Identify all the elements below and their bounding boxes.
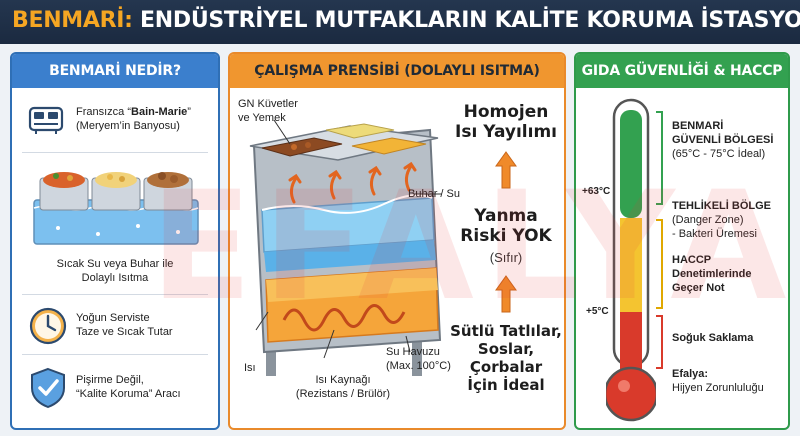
page-header: BENMARİ: ENDÜSTRİYEL MUTFAKLARIN KALİTE … <box>0 0 800 44</box>
label-heat-source: Isı Kaynağı(Rezistans / Brülör) <box>295 374 391 400</box>
panel-what-is-benmari: BENMARİ NEDİR? Fransızca “Bain-Marie” (M… <box>10 52 220 430</box>
label-heat: Isı <box>244 362 256 374</box>
divider <box>22 354 208 355</box>
up-arrow-icon <box>495 275 517 313</box>
footer-label: Efalya:Hijyen Zorunluluğu <box>672 368 764 394</box>
tick-63c: +63°C <box>582 186 611 197</box>
clock-icon <box>29 307 67 345</box>
cold-storage-label: Soğuk Saklama <box>672 332 754 344</box>
item-bain-marie: Fransızca “Bain-Marie” (Meryem’in Banyos… <box>76 106 191 132</box>
up-arrow-icon <box>495 151 517 189</box>
cross-section-illustration <box>249 119 442 376</box>
panel-title-principle: ÇALIŞMA PRENSİBİ (DOLAYLI ISITMA) <box>230 54 564 88</box>
panel-food-safety: GIDA GÜVENLİĞİ & HACCP +63°C +5°C BENMAR… <box>574 52 790 430</box>
danger-zone-label: TEHLİKELİ BÖLGE(Danger Zone)- Bakteri Ür… <box>672 200 771 240</box>
divider <box>22 152 208 153</box>
panel-title-what-is: BENMARİ NEDİR? <box>12 54 218 88</box>
label-water-pool: Su Havuzu(Max. 100°C) <box>386 346 451 372</box>
shield-check-icon <box>31 367 65 409</box>
divider <box>22 294 208 295</box>
title-brand: BENMARİ: <box>12 8 133 33</box>
zone-brackets <box>656 111 663 369</box>
bain-marie-illustration <box>33 172 199 245</box>
label-steam: Buhar / Su <box>408 188 460 200</box>
thermometer-illustration <box>606 98 656 422</box>
title-main: ENDÜSTRİYEL MUTFAKLARIN KALİTE KORUMA İS… <box>132 8 800 33</box>
page-title: BENMARİ: ENDÜSTRİYEL MUTFAKLARIN KALİTE … <box>12 8 800 33</box>
item-quality-tool: Pişirme Değil,“Kalite Koruma” Aracı <box>76 374 181 400</box>
no-burn-risk-zero: (Sıfır) <box>489 250 523 265</box>
food-tray-icon <box>28 106 64 134</box>
panel-title-haccp: GIDA GÜVENLİĞİ & HACCP <box>576 54 788 88</box>
panel-working-principle: ÇALIŞMA PRENSİBİ (DOLAYLI ISITMA) <box>228 52 566 430</box>
tick-5c: +5°C <box>586 306 609 317</box>
